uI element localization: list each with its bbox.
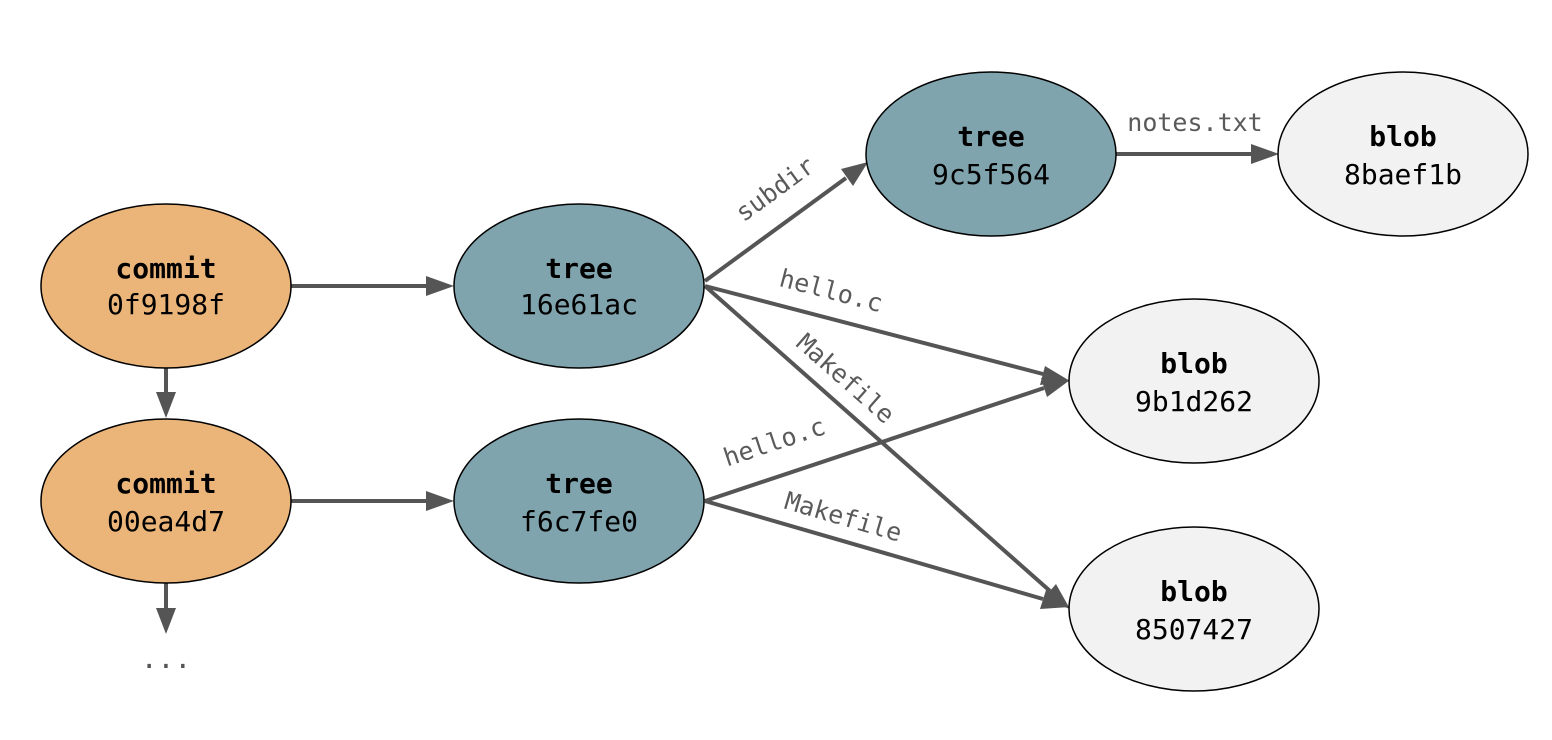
arrowhead-commit2-parent xyxy=(156,608,176,634)
node-type-label: blob xyxy=(1369,120,1436,153)
node-hash-label: 8baef1b xyxy=(1344,158,1462,191)
tree-ellipse xyxy=(453,203,705,369)
node-hash-label: 8507427 xyxy=(1135,613,1253,646)
blob-ellipse xyxy=(1277,71,1529,237)
node-type-label: blob xyxy=(1160,347,1227,380)
node-type-label: commit xyxy=(115,252,216,285)
edge-tree1-tree3 xyxy=(703,176,848,283)
commit-ellipse xyxy=(40,418,292,584)
tree-node: tree 9c5f564 xyxy=(865,71,1117,237)
tree-node: tree 16e61ac xyxy=(453,203,705,369)
edges xyxy=(156,144,1279,634)
edge-tree2-blob2 xyxy=(704,386,1045,503)
commit-ellipse xyxy=(40,203,292,369)
arrowhead-tree1-tree3 xyxy=(841,162,868,186)
arrowhead-tree3-blob1 xyxy=(1251,144,1279,164)
commit-node: commit 00ea4d7 xyxy=(40,418,292,584)
node-type-label: commit xyxy=(115,467,216,500)
edge-label-makefile2: Makefile xyxy=(782,486,906,547)
edge-label-subdir: subdir xyxy=(730,151,820,228)
node-hash-label: 00ea4d7 xyxy=(107,505,225,538)
arrowhead-tree2-blob3 xyxy=(1040,590,1070,609)
node-type-label: blob xyxy=(1160,575,1227,608)
arrowhead-commit1-tree1 xyxy=(426,276,454,296)
tree-ellipse xyxy=(865,71,1117,237)
node-hash-label: 9c5f564 xyxy=(932,158,1050,191)
node-type-label: tree xyxy=(545,467,612,500)
blob-ellipse xyxy=(1068,298,1320,464)
node-hash-label: 16e61ac xyxy=(520,288,638,321)
node-hash-label: f6c7fe0 xyxy=(520,505,638,538)
blob-node: blob 8baef1b xyxy=(1277,71,1529,237)
node-type-label: tree xyxy=(545,252,612,285)
blob-ellipse xyxy=(1068,526,1320,692)
history-continuation: ... xyxy=(141,642,192,675)
blob-node: blob 8507427 xyxy=(1068,526,1320,692)
tree-ellipse xyxy=(453,418,705,584)
edge-tree1-blob3 xyxy=(703,284,1052,593)
tree-node: tree f6c7fe0 xyxy=(453,418,705,584)
node-hash-label: 0f9198f xyxy=(107,288,225,321)
blob-node: blob 9b1d262 xyxy=(1068,298,1320,464)
node-hash-label: 9b1d262 xyxy=(1135,385,1253,418)
arrowhead-commit2-tree2 xyxy=(426,491,454,511)
node-type-label: tree xyxy=(957,120,1024,153)
arrowhead-commit1-commit2 xyxy=(156,392,176,418)
arrowhead-tree2-blob2 xyxy=(1041,378,1070,397)
edge-tree2-blob3 xyxy=(704,499,1044,601)
commit-node: commit 0f9198f xyxy=(40,203,292,369)
edge-tree1-blob2 xyxy=(704,284,1044,376)
edge-label-notes: notes.txt xyxy=(1127,108,1262,137)
